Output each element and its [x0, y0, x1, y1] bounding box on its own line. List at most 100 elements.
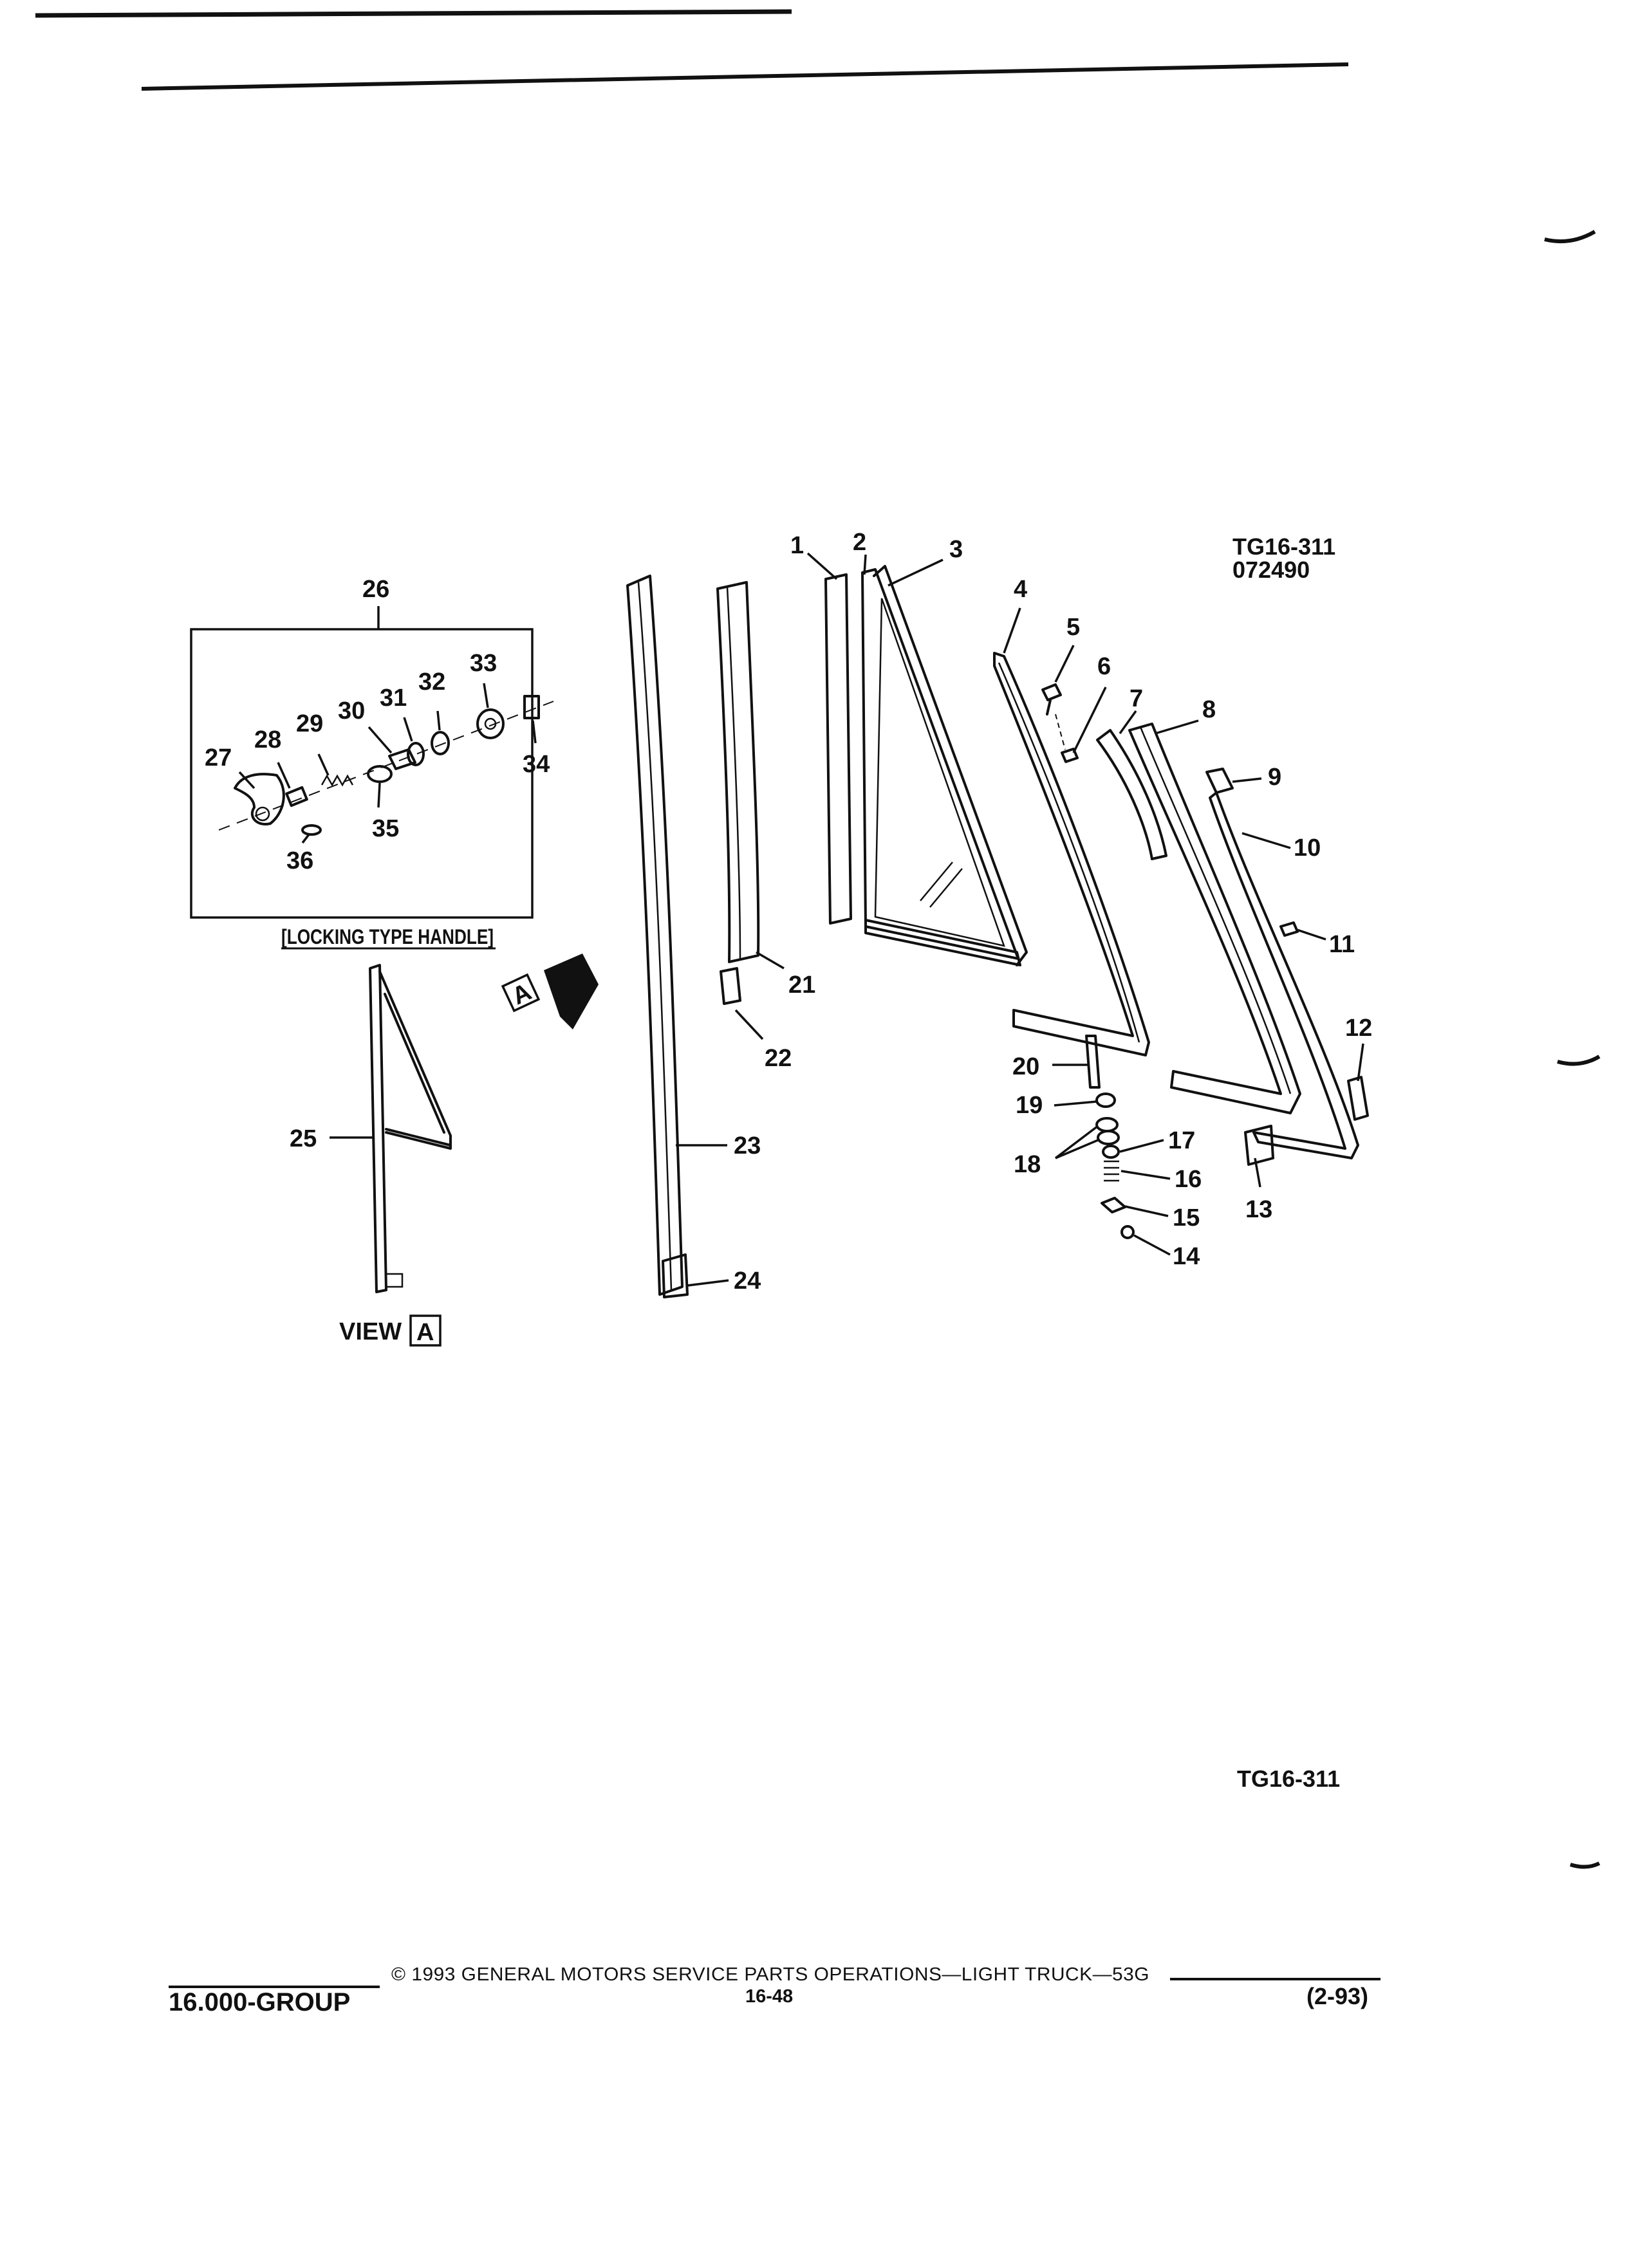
regulator-arm-upper [378, 970, 452, 1150]
leader-18a [1054, 1125, 1099, 1159]
leader-11 [1296, 928, 1326, 941]
scan-mark-2 [1557, 1055, 1601, 1066]
division-channel-inner [637, 582, 673, 1291]
callout-8: 8 [1202, 696, 1216, 723]
seal-part-7 [1096, 729, 1167, 860]
inset-axis-line [218, 701, 554, 831]
pin-part [301, 824, 322, 836]
locking-handle-caption: [LOCKING TYPE HANDLE] [281, 925, 494, 948]
view-marker-box [409, 1314, 442, 1347]
lower-drawing-code: TG16-311 [1237, 1766, 1340, 1792]
division-channel-outer [626, 575, 683, 1296]
footer-group: 16.000-GROUP [169, 1988, 350, 2016]
callout-30: 30 [338, 697, 365, 724]
leader-27 [238, 771, 256, 789]
leader-35 [377, 782, 381, 808]
callout-6: 6 [1097, 653, 1111, 680]
channel-bracket [662, 1253, 689, 1298]
leader-16 [1120, 1170, 1171, 1180]
callout-19: 19 [1016, 1092, 1043, 1119]
clip-part-11 [1279, 921, 1299, 937]
callout-4: 4 [1014, 576, 1027, 603]
leader-1 [806, 552, 838, 580]
callout-7: 7 [1130, 685, 1143, 712]
callout-32: 32 [418, 668, 445, 696]
fastener-part-6 [1061, 748, 1079, 763]
handle-hub [255, 806, 270, 822]
vent-frame-bottom [864, 919, 1021, 966]
spring-part-16 [1104, 1160, 1119, 1182]
view-a-regulator [369, 964, 452, 1293]
callout-27: 27 [205, 744, 232, 771]
callout-23: 23 [734, 1132, 761, 1159]
callout-36: 36 [286, 847, 313, 874]
pivot-stud-stack [1085, 1035, 1135, 1239]
scan-mark-1 [1544, 230, 1596, 244]
leader-6 [1072, 687, 1107, 753]
washer-part-18a [1095, 1117, 1119, 1132]
seal-channel-8 [1128, 723, 1301, 1114]
vent-frame-4 [993, 652, 1150, 1056]
callout-29: 29 [296, 710, 323, 737]
screw-part-5 [1041, 683, 1062, 715]
weatherstrip-channel-21 [716, 581, 760, 963]
leader-8 [1155, 719, 1199, 735]
top-edge-rule [35, 9, 792, 18]
callout-35: 35 [372, 815, 399, 842]
nut-part [523, 695, 540, 719]
leader-24 [687, 1279, 729, 1287]
washer-part [407, 742, 425, 766]
inset-frame [190, 628, 534, 919]
leader-15 [1124, 1205, 1169, 1217]
callout-34: 34 [523, 751, 550, 778]
callout-25: 25 [290, 1125, 317, 1152]
leader-18b [1055, 1139, 1099, 1159]
locking-handle-inset [190, 628, 554, 919]
callout-13: 13 [1245, 1196, 1272, 1223]
leader-10 [1241, 832, 1291, 849]
washer-part-19 [1095, 1093, 1116, 1108]
footer-copyright: © 1993 GENERAL MOTORS SERVICE PARTS OPER… [391, 1964, 1149, 1985]
footer-page-number: 16-48 [745, 1986, 793, 2007]
weatherstrip-inner [726, 586, 741, 959]
clip-part-9 [1205, 768, 1234, 794]
division-channel-23 [626, 575, 689, 1298]
bushing-part [285, 786, 308, 807]
callout-9: 9 [1268, 764, 1281, 791]
seal-strip-1 [824, 573, 852, 925]
weatherstrip-body [716, 581, 760, 963]
leader-7 [1119, 710, 1137, 735]
handle-lever-part [234, 773, 285, 825]
spring-part [321, 774, 354, 787]
vent-glass-inner [874, 598, 1005, 947]
callout-10: 10 [1294, 834, 1321, 862]
leader-19 [1054, 1100, 1098, 1107]
outer-channel-assembly [1205, 768, 1369, 1166]
callout-22: 22 [765, 1045, 792, 1072]
leader-30 [367, 726, 393, 754]
leader-14 [1133, 1234, 1171, 1256]
callout-18: 18 [1014, 1151, 1041, 1178]
callout-20: 20 [1012, 1053, 1039, 1080]
leader-22 [734, 1009, 764, 1040]
leader-3 [888, 558, 944, 587]
vent-frame-body [993, 652, 1150, 1056]
callout-15: 15 [1173, 1204, 1200, 1231]
seal-channel-inner [1139, 726, 1292, 1094]
callout-5: 5 [1066, 614, 1080, 641]
view-marker-letter: A [416, 1319, 434, 1346]
callout-1: 1 [790, 532, 804, 559]
leader-2 [863, 554, 867, 575]
shaft-part [388, 748, 416, 770]
stud-part-20 [1085, 1035, 1101, 1089]
callout-12: 12 [1345, 1015, 1372, 1042]
wave-washer-part [431, 731, 450, 755]
leader-31 [403, 717, 413, 742]
callout-17: 17 [1168, 1127, 1195, 1154]
header-rule [141, 62, 1349, 91]
nut-part-14 [1120, 1225, 1135, 1239]
fastener-axis [1055, 714, 1066, 750]
drawing-code: TG16-311 [1232, 533, 1335, 560]
